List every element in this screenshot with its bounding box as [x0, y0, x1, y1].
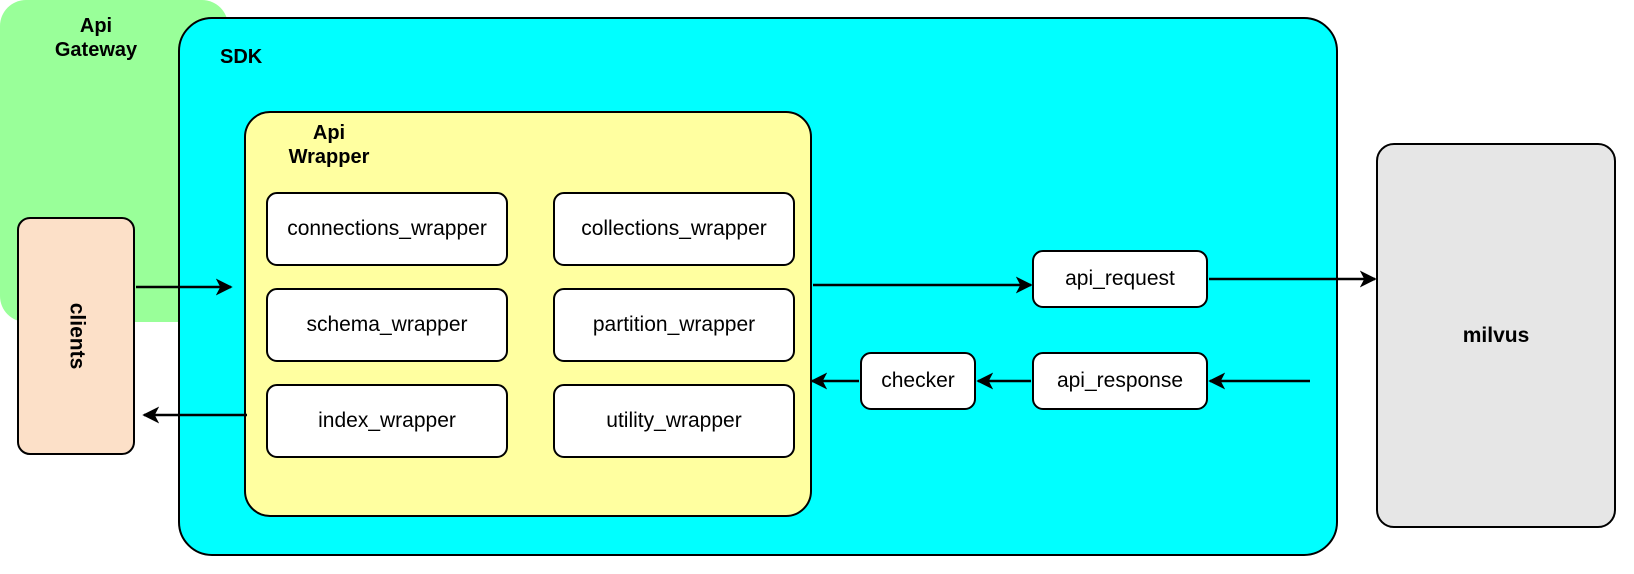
- node-api-request[interactable]: api_request: [1032, 250, 1208, 308]
- node-schema-wrapper[interactable]: schema_wrapper: [266, 288, 508, 362]
- node-label: collections_wrapper: [581, 217, 767, 240]
- node-label: api_request: [1065, 267, 1175, 290]
- node-label: milvus: [1462, 323, 1530, 347]
- node-label: index_wrapper: [318, 409, 456, 432]
- node-label: clients: [65, 302, 88, 370]
- node-label: checker: [881, 369, 955, 392]
- node-label: utility_wrapper: [606, 409, 742, 432]
- node-label: partition_wrapper: [592, 313, 756, 336]
- node-clients[interactable]: clients: [17, 217, 135, 455]
- node-checker[interactable]: checker: [860, 352, 976, 410]
- container-sdk-label: SDK: [220, 46, 263, 68]
- container-api-gateway-label: Api Gateway: [54, 15, 138, 62]
- node-partition-wrapper[interactable]: partition_wrapper: [553, 288, 795, 362]
- node-milvus[interactable]: milvus: [1376, 143, 1616, 528]
- container-api-wrapper-label: Api Wrapper: [288, 122, 370, 169]
- node-label: connections_wrapper: [287, 217, 487, 240]
- node-utility-wrapper[interactable]: utility_wrapper: [553, 384, 795, 458]
- node-api-response[interactable]: api_response: [1032, 352, 1208, 410]
- node-label: api_response: [1056, 369, 1184, 392]
- node-label: schema_wrapper: [306, 313, 468, 336]
- node-connections-wrapper[interactable]: connections_wrapper: [266, 192, 508, 266]
- node-index-wrapper[interactable]: index_wrapper: [266, 384, 508, 458]
- node-collections-wrapper[interactable]: collections_wrapper: [553, 192, 795, 266]
